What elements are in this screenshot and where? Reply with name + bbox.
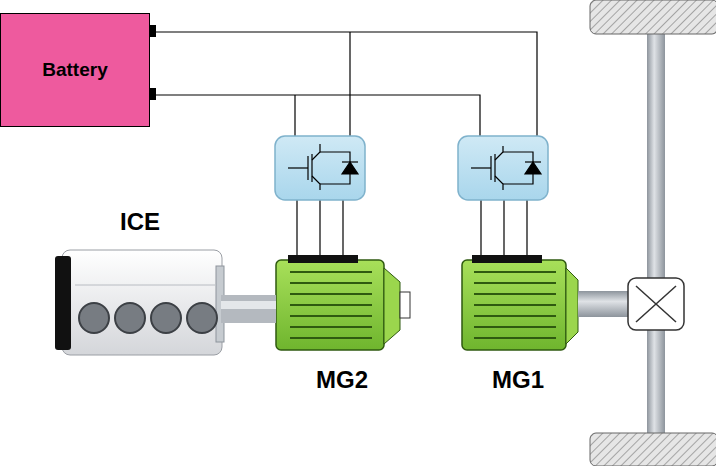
dc-wire [155,95,480,136]
engine-illustration [55,250,224,355]
shaft-highlight [221,301,276,309]
node-label: MG1 [492,366,544,394]
dc-wire [155,32,537,136]
inverter-symbol [275,136,365,200]
differential [628,278,684,330]
phase-wire [319,200,320,258]
phase-wire [526,200,527,258]
output-shaft [578,291,630,317]
node-label: Battery [42,59,107,81]
phase-wire [480,200,481,258]
node-label: MG2 [316,366,368,394]
dc-wire [349,32,350,136]
phase-wire [342,200,343,258]
wheel [590,433,716,466]
motor-generator: MG1 [456,254,580,394]
inverter-symbol [458,136,548,200]
wheel [590,0,716,34]
drive-shaft [221,295,276,323]
battery-box: Battery [0,13,150,127]
motor-illustration [462,255,578,350]
motor-generator: MG2 [272,254,412,394]
engine-block: ICE [55,208,225,355]
phase-wire [296,200,297,258]
axle-shaft [647,34,665,434]
dc-wire [294,95,295,136]
motor-illustration [276,255,410,350]
node-label: ICE [120,208,160,236]
phase-wire [503,200,504,258]
